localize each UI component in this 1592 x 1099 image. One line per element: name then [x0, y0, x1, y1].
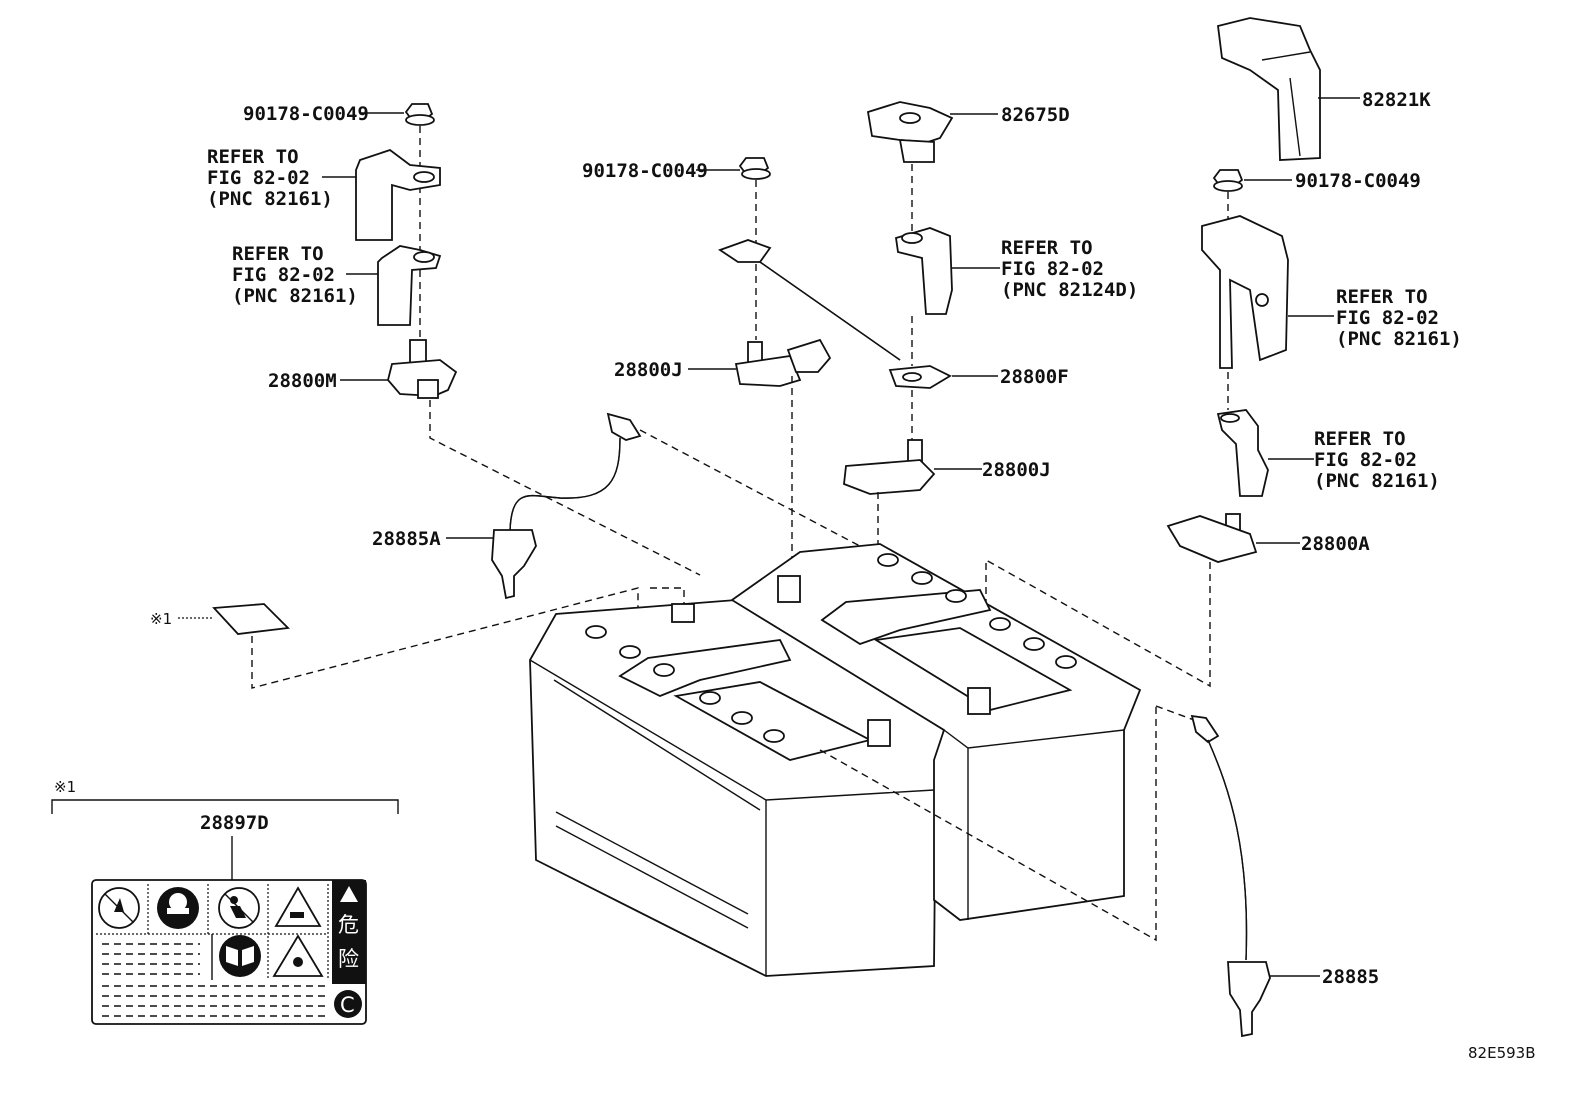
danger-kanji-2: 险: [338, 947, 359, 971]
refer-d-line3: (PNC 82161): [1336, 328, 1462, 350]
c-mark: C: [334, 990, 362, 1018]
diagram-code: 82E593B: [1468, 1044, 1536, 1062]
warning-label-28897d[interactable]: 危 险 C: [91, 879, 367, 1025]
explosive-warning-icon: [272, 934, 324, 977]
label-28897d: 28897D: [200, 812, 269, 834]
sticker-small[interactable]: [212, 603, 290, 635]
label-28800m: 28800M: [268, 370, 337, 392]
refer-c-line2: FIG 82-02: [1001, 258, 1104, 280]
label-28885: 28885: [1322, 966, 1379, 988]
label-90178-c0049-left: 90178-C0049: [243, 103, 369, 125]
refer-b-line3: (PNC 82161): [232, 285, 358, 307]
label-82821k: 82821K: [1362, 89, 1431, 111]
refer-b-line2: FIG 82-02: [232, 264, 335, 286]
eye-protection-icon: [157, 887, 199, 929]
terminal-28800m[interactable]: [387, 339, 458, 399]
label-28800f: 28800F: [1000, 366, 1069, 388]
battery-right[interactable]: [730, 543, 1142, 921]
terminal-28800j-lower[interactable]: [843, 439, 936, 495]
terminal-28800a[interactable]: [1166, 513, 1258, 563]
keep-children-away-icon: [218, 887, 260, 929]
terminal-28800j-upper[interactable]: [734, 338, 832, 387]
refer-a-line3: (PNC 82161): [207, 188, 333, 210]
cap-82675d[interactable]: [866, 101, 954, 163]
cover-82821k[interactable]: [1217, 17, 1321, 161]
sensor-28885a[interactable]: [491, 412, 642, 600]
label-90178-c0049-center: 90178-C0049: [582, 160, 708, 182]
refer-d-line1: REFER TO: [1336, 286, 1428, 308]
clamp-bracket-right[interactable]: [1216, 409, 1269, 497]
clamp-bracket-upper[interactable]: [355, 148, 441, 241]
label-28800j-upper: 28800J: [614, 359, 683, 381]
refer-a-line2: FIG 82-02: [207, 167, 310, 189]
label-28800a: 28800A: [1301, 533, 1370, 555]
refer-c-line1: REFER TO: [1001, 237, 1093, 259]
refer-e-line3: (PNC 82161): [1314, 470, 1440, 492]
refer-e-line2: FIG 82-02: [1314, 449, 1417, 471]
bolt-90178-center[interactable]: [738, 157, 771, 180]
refer-b-line1: REFER TO: [232, 243, 324, 265]
label-90178-c0049-right: 90178-C0049: [1295, 170, 1421, 192]
read-manual-icon: [219, 935, 261, 977]
clamp-bracket-center[interactable]: [894, 227, 953, 315]
label-ref-1-bottom: ※1: [54, 778, 76, 796]
clamp-bracket-lower[interactable]: [377, 245, 442, 326]
refer-d-line2: FIG 82-02: [1336, 307, 1439, 329]
label-28800j-lower: 28800J: [982, 459, 1051, 481]
danger-kanji-1: 危: [338, 913, 359, 937]
corrosive-warning-icon: [274, 886, 322, 927]
sensor-28885[interactable]: [1190, 714, 1271, 1038]
refer-e-line1: REFER TO: [1314, 428, 1406, 450]
label-ref-1-top: ※1: [150, 610, 172, 628]
bolt-90178-left[interactable]: [404, 103, 435, 126]
label-text-lines: [102, 934, 330, 1017]
refer-a-line1: REFER TO: [207, 146, 299, 168]
junction-bracket-right[interactable]: [1201, 215, 1289, 369]
label-82675d: 82675D: [1001, 104, 1070, 126]
label-28885a: 28885A: [372, 528, 441, 550]
bolt-90178-right[interactable]: [1212, 169, 1244, 192]
cable-28800f[interactable]: [718, 239, 952, 389]
danger-panel: 危 险: [332, 880, 366, 984]
no-fire-icon: [98, 887, 140, 929]
refer-c-line3: (PNC 82124D): [1001, 279, 1138, 301]
battery-left[interactable]: [529, 599, 946, 977]
c-mark-text: C: [340, 993, 355, 1017]
